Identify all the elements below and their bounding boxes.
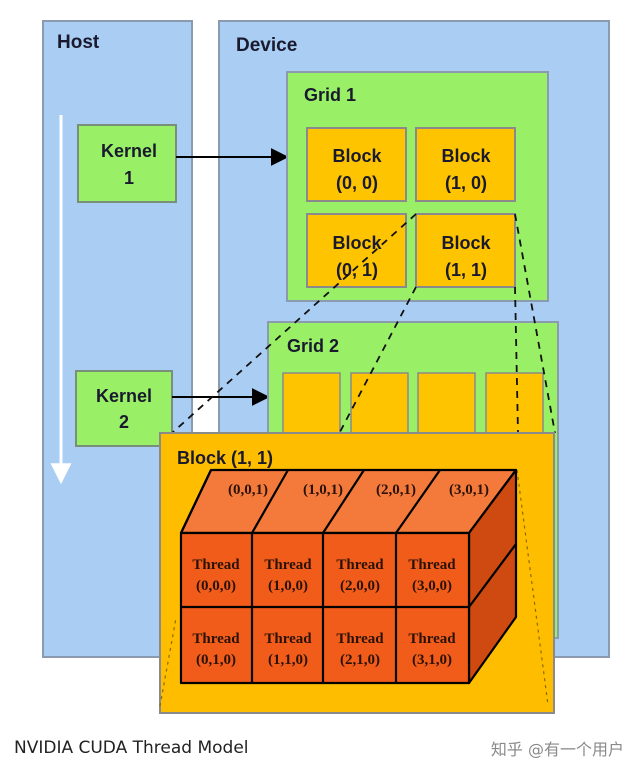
svg-text:(2,0,0): (2,0,0): [340, 578, 380, 594]
thread-cell: Thread (3,0,0): [408, 557, 456, 594]
back-thread-label: (2,0,1): [376, 482, 416, 498]
back-thread-label: (1,0,1): [303, 482, 343, 498]
svg-text:Block: Block: [332, 233, 382, 253]
grid-1-title: Grid 1: [304, 85, 356, 105]
grid-2-block: [485, 372, 544, 436]
svg-text:(0, 0): (0, 0): [336, 173, 378, 193]
svg-text:Thread: Thread: [264, 557, 312, 573]
thread-cube: [179, 468, 518, 685]
cuda-thread-model-diagram: Host Device Kernel 1 Grid 1 Block (0, 0)…: [42, 20, 610, 714]
svg-text:Thread: Thread: [408, 631, 456, 647]
svg-text:(0, 1): (0, 1): [336, 260, 378, 280]
thread-cell: Thread (3,1,0): [408, 631, 456, 668]
kernel-1-box: Kernel 1: [77, 124, 177, 203]
grid-2-title: Grid 2: [287, 336, 339, 356]
svg-text:(3,1,0): (3,1,0): [412, 652, 452, 668]
back-thread-label: (0,0,1): [228, 482, 268, 498]
grid-1: Grid 1 Block (0, 0) Block (1, 0) Block (…: [286, 71, 549, 302]
svg-text:(1,1,0): (1,1,0): [268, 652, 308, 668]
source-watermark: 知乎 @有一个用户: [490, 740, 624, 759]
grid-1-block: Block (0, 1): [306, 213, 407, 288]
svg-text:2: 2: [119, 412, 129, 432]
grid-1-block: Block (1, 0): [415, 127, 516, 202]
svg-text:Kernel: Kernel: [101, 141, 157, 161]
grid-2-block: [350, 372, 409, 436]
grid-2-block: [282, 372, 341, 436]
svg-text:Thread: Thread: [336, 557, 384, 573]
svg-text:Kernel: Kernel: [96, 386, 152, 406]
svg-text:Thread: Thread: [192, 631, 240, 647]
block-detail-title: Block (1, 1): [177, 448, 273, 468]
svg-text:(0,0,0): (0,0,0): [196, 578, 236, 594]
panel-guide-dots: [159, 617, 177, 707]
grid-1-block: Block (0, 0): [306, 127, 407, 202]
svg-text:Thread: Thread: [192, 557, 240, 573]
svg-text:(1, 1): (1, 1): [445, 260, 487, 280]
figure-caption: NVIDIA CUDA Thread Model: [14, 738, 249, 758]
svg-text:Block: Block: [332, 146, 382, 166]
thread-cell: Thread (0,1,0): [192, 631, 240, 668]
grid-2-block: [417, 372, 476, 436]
host-title: Host: [57, 32, 100, 53]
svg-text:(2,1,0): (2,1,0): [340, 652, 380, 668]
thread-cell: Thread (2,0,0): [336, 557, 384, 594]
svg-text:(3,0,0): (3,0,0): [412, 578, 452, 594]
device-title: Device: [236, 35, 297, 56]
svg-text:(0,1,0): (0,1,0): [196, 652, 236, 668]
svg-text:(1,0,0): (1,0,0): [268, 578, 308, 594]
thread-cell: Thread (0,0,0): [192, 557, 240, 594]
panel-guide-dots: [516, 469, 549, 706]
back-thread-label: (3,0,1): [449, 482, 489, 498]
svg-text:Block: Block: [441, 146, 491, 166]
svg-text:Thread: Thread: [264, 631, 312, 647]
svg-text:1: 1: [124, 168, 134, 188]
svg-text:Block: Block: [441, 233, 491, 253]
block-detail-panel: Block (1, 1) (0,0,1) (1,0,1) (2,0,1) (3,…: [159, 432, 555, 714]
grid-1-block-highlight: Block (1, 1): [415, 213, 516, 288]
svg-text:Thread: Thread: [336, 631, 384, 647]
thread-cell: Thread (1,1,0): [264, 631, 312, 668]
svg-text:Thread: Thread: [408, 557, 456, 573]
svg-text:(1, 0): (1, 0): [445, 173, 487, 193]
thread-cell: Thread (2,1,0): [336, 631, 384, 668]
kernel-2-box: Kernel 2: [75, 370, 173, 447]
thread-cell: Thread (1,0,0): [264, 557, 312, 594]
